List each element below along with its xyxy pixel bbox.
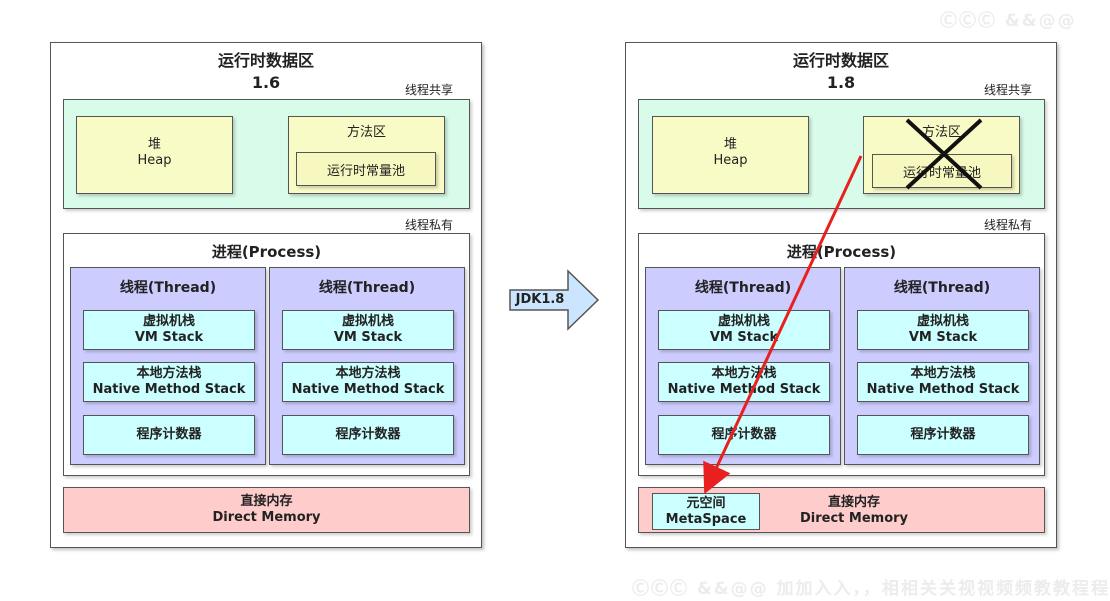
direct-memory-cn: 直接内存 <box>240 494 293 509</box>
method-area-label: 方法区 <box>346 125 386 140</box>
heap-label-cn: 堆 <box>147 137 161 152</box>
panel-title: 运行时数据区 <box>217 51 314 70</box>
watermark-top: ⒸⒸⒸ &&@@ <box>940 11 1077 31</box>
panel-version: 1.6 <box>251 73 281 92</box>
thread-private-label: 线程私有 <box>405 218 454 232</box>
thread-title: 线程(Thread) <box>119 280 217 296</box>
heap-label-en: Heap <box>137 153 172 168</box>
program-counter-box: 程序计数器 <box>658 415 830 455</box>
native-stack-cn: 本地方法栈 <box>335 366 401 381</box>
direct-memory-en: Direct Memory <box>212 510 321 525</box>
panel-title: 运行时数据区 <box>792 51 889 70</box>
heap-label-cn: 堆 <box>723 137 737 152</box>
thread-shared-area: 堆 Heap 方法区 运行时常量池 <box>638 99 1045 209</box>
thread-box-1: 线程(Thread) 虚拟机栈 VM Stack 本地方法栈 Native Me… <box>645 267 841 465</box>
heap-box: 堆 Heap <box>652 116 809 194</box>
vm-stack-en: VM Stack <box>134 330 204 345</box>
thread-box-2: 线程(Thread) 虚拟机栈 VM Stack 本地方法栈 Native Me… <box>844 267 1040 465</box>
runtime-data-area-1-8: 运行时数据区 1.8 线程共享 堆 Heap 方法区 运行时常量池 线程私有 进… <box>625 42 1057 548</box>
thread-private-label: 线程私有 <box>984 218 1033 232</box>
native-stack-cn: 本地方法栈 <box>136 366 202 381</box>
runtime-constant-pool-box: 运行时常量池 <box>872 154 1012 188</box>
vm-stack-cn: 虚拟机栈 <box>142 314 195 329</box>
native-stack-cn: 本地方法栈 <box>711 366 777 381</box>
vm-stack-box: 虚拟机栈 VM Stack <box>282 310 454 350</box>
runtime-data-area-1-6: 运行时数据区 1.6 线程共享 堆 Heap 方法区 运行时常量池 线程私有 进… <box>50 42 482 548</box>
jdk-upgrade-arrow-icon <box>509 269 600 331</box>
metaspace-en: MetaSpace <box>665 512 747 527</box>
thread-title: 线程(Thread) <box>893 280 991 296</box>
thread-box-2: 线程(Thread) 虚拟机栈 VM Stack 本地方法栈 Native Me… <box>269 267 465 465</box>
vm-stack-cn: 虚拟机栈 <box>717 314 770 329</box>
jdk-version-label: JDK1.8 <box>515 292 565 307</box>
thread-box-1: 线程(Thread) 虚拟机栈 VM Stack 本地方法栈 Native Me… <box>70 267 266 465</box>
direct-memory-box: 直接内存 Direct Memory <box>63 487 470 533</box>
heap-box: 堆 Heap <box>76 116 233 194</box>
native-method-stack-box: 本地方法栈 Native Method Stack <box>83 362 255 402</box>
process-title: 进程(Process) <box>211 243 322 261</box>
method-area-label: 方法区 <box>921 125 961 140</box>
program-counter-label: 程序计数器 <box>136 427 202 442</box>
native-stack-en: Native Method Stack <box>866 382 1020 397</box>
native-stack-en: Native Method Stack <box>92 382 246 397</box>
direct-memory-box: 直接内存 Direct Memory 元空间 MetaSpace <box>638 487 1045 533</box>
program-counter-label: 程序计数器 <box>335 427 401 442</box>
thread-shared-label: 线程共享 <box>405 83 454 97</box>
program-counter-label: 程序计数器 <box>711 427 777 442</box>
program-counter-box: 程序计数器 <box>83 415 255 455</box>
native-stack-cn: 本地方法栈 <box>910 366 976 381</box>
program-counter-label: 程序计数器 <box>910 427 976 442</box>
native-method-stack-box: 本地方法栈 Native Method Stack <box>857 362 1029 402</box>
watermark-bottom: ⒸⒸⒸ &&@@ 加加入入，，相相关关视视频频教教程程 <box>632 579 1110 599</box>
program-counter-box: 程序计数器 <box>857 415 1029 455</box>
vm-stack-en: VM Stack <box>333 330 403 345</box>
direct-memory-text: 直接内存 Direct Memory <box>769 495 939 527</box>
panel-version: 1.8 <box>826 73 856 92</box>
program-counter-box: 程序计数器 <box>282 415 454 455</box>
direct-memory-en: Direct Memory <box>799 511 909 526</box>
native-stack-en: Native Method Stack <box>291 382 445 397</box>
thread-shared-area: 堆 Heap 方法区 运行时常量池 <box>63 99 470 209</box>
vm-stack-cn: 虚拟机栈 <box>341 314 394 329</box>
vm-stack-en: VM Stack <box>709 330 779 345</box>
native-method-stack-box: 本地方法栈 Native Method Stack <box>282 362 454 402</box>
metaspace-box: 元空间 MetaSpace <box>652 493 760 530</box>
vm-stack-en: VM Stack <box>908 330 978 345</box>
vm-stack-box: 虚拟机栈 VM Stack <box>658 310 830 350</box>
native-stack-en: Native Method Stack <box>667 382 821 397</box>
runtime-constant-pool-box: 运行时常量池 <box>296 152 436 186</box>
metaspace-cn: 元空间 <box>686 496 726 511</box>
removed-cross-icon <box>905 118 983 190</box>
thread-title: 线程(Thread) <box>318 280 416 296</box>
direct-memory-cn: 直接内存 <box>827 495 880 510</box>
native-method-stack-box: 本地方法栈 Native Method Stack <box>658 362 830 402</box>
process-box: 进程(Process) 线程(Thread) 虚拟机栈 VM Stack 本地方… <box>638 233 1045 476</box>
thread-shared-label: 线程共享 <box>984 83 1033 97</box>
process-title: 进程(Process) <box>786 243 897 261</box>
process-box: 进程(Process) 线程(Thread) 虚拟机栈 VM Stack 本地方… <box>63 233 470 476</box>
vm-stack-box: 虚拟机栈 VM Stack <box>857 310 1029 350</box>
vm-stack-cn: 虚拟机栈 <box>916 314 969 329</box>
heap-label-en: Heap <box>713 153 748 168</box>
vm-stack-box: 虚拟机栈 VM Stack <box>83 310 255 350</box>
thread-title: 线程(Thread) <box>694 280 792 296</box>
